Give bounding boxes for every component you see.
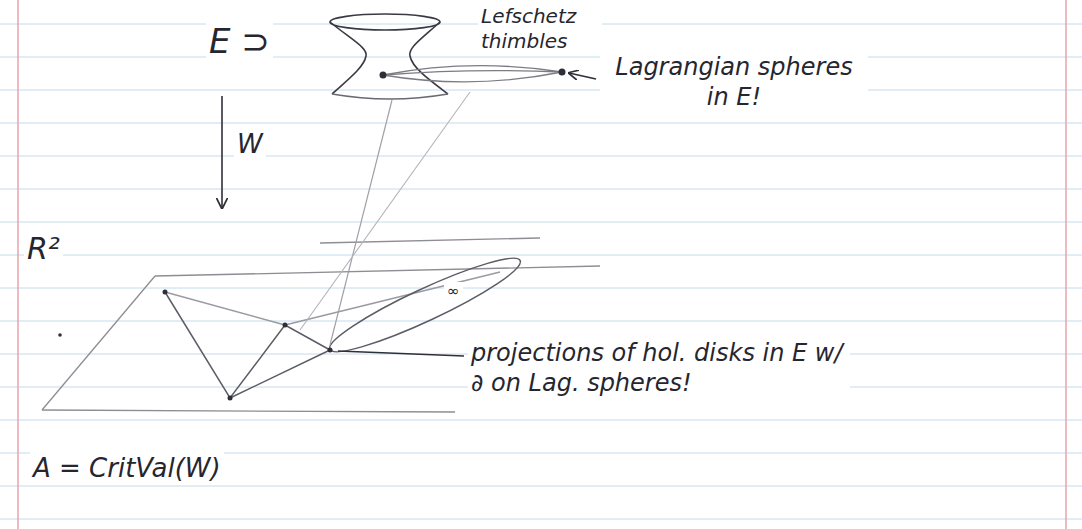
surface-rim [330,14,440,30]
ruled-line [0,420,1082,421]
critical-value [328,348,333,353]
space-name: E ⊃ [206,20,273,63]
surface-side [410,22,448,94]
surface-side [330,22,366,94]
projection-line [330,100,392,345]
plane-edge [320,238,540,243]
leader-line [338,351,464,356]
plane-edge [42,410,455,412]
margin-line [1065,0,1067,529]
disk-edge [285,272,500,325]
plane-name: R² [24,230,63,268]
critical-point [380,72,387,79]
lefschetz-thimbles [383,66,562,82]
infinity-mark: ∞ [444,282,463,301]
ruled-line [0,222,1082,223]
disk-edge [165,292,285,325]
critical-point [559,69,566,76]
critical-values-def: A = CritVal(W) [30,452,224,485]
ruled-line [0,156,1082,157]
disk-note: projections of hol. disks in E w/ ∂ on L… [468,338,850,398]
margin-line [17,0,19,529]
thimble-label: Lefschetz thimbles [478,4,602,54]
disk-edge [230,350,330,398]
thimble-curve [383,71,562,75]
ruled-line [0,189,1082,190]
critical-value [163,290,168,295]
surface-rim [332,94,448,99]
stray-dot [58,333,62,337]
fibration-surface [330,14,448,99]
plane-edge [42,276,155,410]
ruled-line [0,57,1082,58]
ruled-line [0,255,1082,256]
map-name: W [234,128,266,161]
projection-line [300,92,470,330]
ruled-lines [0,24,1082,519]
ruled-line [0,90,1082,91]
thimble-curve [383,66,562,75]
critical-value [228,396,233,401]
ruled-line [0,123,1082,124]
critical-value [283,323,288,328]
pointer-arrow [569,73,596,79]
ruled-line [0,486,1082,487]
map-arrow [221,96,223,208]
zigzag-path [165,292,330,398]
ruled-line [0,519,1082,520]
ruled-line [0,321,1082,322]
plane-edge [155,266,600,276]
ruled-line [0,288,1082,289]
sphere-label: Lagrangian spheres in E! [600,52,868,112]
